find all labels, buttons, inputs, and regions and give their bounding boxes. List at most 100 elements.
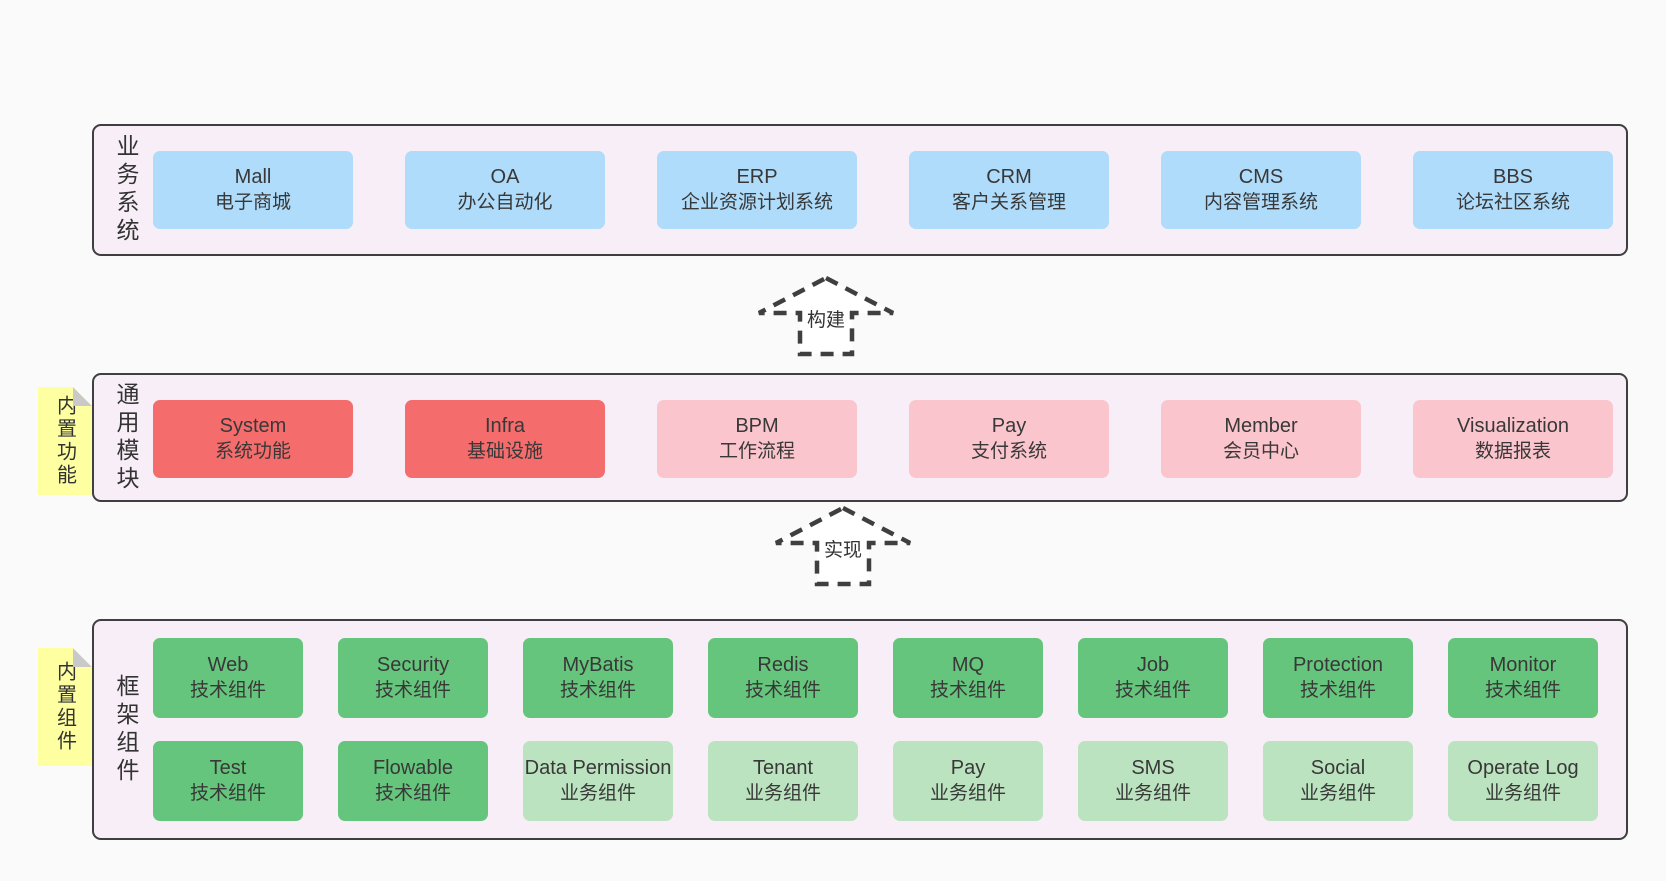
box-title: Mall: [234, 166, 272, 188]
section-business-systems: 业务系统 Mall 电子商城 OA 办公自动化 ERP 企业资源计划系统 CRM…: [92, 124, 1628, 256]
box-title: CRM: [986, 166, 1032, 188]
box-title: Web: [207, 654, 249, 676]
box-subtitle: 技术组件: [744, 680, 821, 701]
box-title: Test: [209, 757, 247, 779]
box-title: Protection: [1292, 654, 1384, 676]
box-title: Infra: [484, 415, 526, 437]
arrow-label-bg: [803, 305, 849, 333]
box-protection: Protection 技术组件: [1263, 638, 1413, 718]
box-title: MQ: [951, 654, 985, 676]
box-security: Security 技术组件: [338, 638, 488, 718]
box-title: Redis: [757, 654, 809, 676]
box-mybatis: MyBatis 技术组件: [523, 638, 673, 718]
box-subtitle: 技术组件: [1299, 680, 1376, 701]
arrow-build-label: 构建: [807, 309, 845, 331]
box-subtitle: 业务组件: [1484, 783, 1561, 804]
box-pay-module: Pay 支付系统: [909, 400, 1109, 478]
box-title: Security: [376, 654, 450, 676]
box-subtitle: 业务组件: [559, 783, 636, 804]
box-system: System 系统功能: [153, 400, 353, 478]
section-label-modules: 通用模块: [113, 381, 139, 494]
box-subtitle: 技术组件: [374, 680, 451, 701]
box-title: Tenant: [752, 757, 814, 779]
box-visualization: Visualization 数据报表: [1413, 400, 1613, 478]
box-title: Job: [1136, 654, 1170, 676]
section-common-modules: 通用模块 System 系统功能 Infra 基础设施 BPM 工作流程 Pay…: [92, 373, 1628, 502]
box-mq: MQ 技术组件: [893, 638, 1043, 718]
box-title: Monitor: [1489, 654, 1557, 676]
box-oa: OA 办公自动化: [405, 151, 605, 229]
box-title: System: [219, 415, 287, 437]
box-subtitle: 客户关系管理: [951, 192, 1066, 213]
box-subtitle: 技术组件: [374, 783, 451, 804]
box-title: Pay: [991, 415, 1027, 437]
box-subtitle: 业务组件: [1114, 783, 1191, 804]
business-box-row: Mall 电子商城 OA 办公自动化 ERP 企业资源计划系统 CRM 客户关系…: [153, 151, 1613, 229]
section-framework-components: 框架组件 Web 技术组件 Security 技术组件 MyBatis 技术组件…: [92, 619, 1628, 840]
box-subtitle: 论坛社区系统: [1455, 192, 1570, 213]
sticky-note-builtin-components: 内置组件: [38, 648, 92, 766]
box-subtitle: 基础设施: [466, 441, 543, 462]
box-subtitle: 业务组件: [929, 783, 1006, 804]
box-subtitle: 工作流程: [718, 441, 795, 462]
box-subtitle: 办公自动化: [457, 192, 553, 213]
box-subtitle: 技术组件: [189, 680, 266, 701]
box-title: BPM: [735, 415, 779, 437]
box-crm: CRM 客户关系管理: [909, 151, 1109, 229]
box-operate-log: Operate Log 业务组件: [1448, 741, 1598, 821]
box-redis: Redis 技术组件: [708, 638, 858, 718]
box-member: Member 会员中心: [1161, 400, 1361, 478]
box-data-permission: Data Permission 业务组件: [523, 741, 673, 821]
sticky-note-label: 内置组件: [53, 661, 76, 753]
box-title: Data Permission: [524, 757, 672, 779]
sticky-note-label: 内置功能: [53, 395, 76, 487]
box-title: SMS: [1131, 757, 1175, 779]
box-subtitle: 内容管理系统: [1203, 192, 1318, 213]
box-title: Flowable: [372, 757, 454, 779]
box-subtitle: 数据报表: [1474, 441, 1551, 462]
box-subtitle: 电子商城: [214, 192, 291, 213]
box-erp: ERP 企业资源计划系统: [657, 151, 857, 229]
box-subtitle: 技术组件: [559, 680, 636, 701]
arrow-build-up: 构建: [757, 275, 895, 357]
section-label-components: 框架组件: [113, 673, 139, 786]
modules-box-row: System 系统功能 Infra 基础设施 BPM 工作流程 Pay 支付系统…: [153, 400, 1613, 478]
box-title: OA: [490, 166, 520, 188]
section-label-business: 业务系统: [113, 134, 139, 246]
box-flowable: Flowable 技术组件: [338, 741, 488, 821]
box-infra: Infra 基础设施: [405, 400, 605, 478]
arrow-label-bg: [820, 535, 866, 563]
arrow-implement-label: 实现: [824, 539, 862, 561]
box-subtitle: 系统功能: [214, 441, 291, 462]
box-subtitle: 支付系统: [970, 441, 1047, 462]
box-tenant: Tenant 业务组件: [708, 741, 858, 821]
box-test: Test 技术组件: [153, 741, 303, 821]
components-box-row-2: Test 技术组件 Flowable 技术组件 Data Permission …: [153, 741, 1598, 821]
box-title: Member: [1224, 415, 1298, 437]
box-bbs: BBS 论坛社区系统: [1413, 151, 1613, 229]
box-title: MyBatis: [562, 654, 634, 676]
box-social: Social 业务组件: [1263, 741, 1413, 821]
box-title: Visualization: [1457, 415, 1569, 437]
box-title: CMS: [1238, 166, 1284, 188]
box-mall: Mall 电子商城: [153, 151, 353, 229]
box-title: Operate Log: [1467, 757, 1579, 779]
box-title: BBS: [1492, 166, 1534, 188]
box-job: Job 技术组件: [1078, 638, 1228, 718]
box-subtitle: 技术组件: [929, 680, 1006, 701]
sticky-note-builtin-features: 内置功能: [38, 387, 92, 495]
box-subtitle: 技术组件: [1484, 680, 1561, 701]
box-subtitle: 技术组件: [1114, 680, 1191, 701]
box-subtitle: 技术组件: [189, 783, 266, 804]
box-subtitle: 业务组件: [744, 783, 821, 804]
arrow-implement-up: 实现: [774, 505, 912, 587]
box-pay-component: Pay 业务组件: [893, 741, 1043, 821]
box-web: Web 技术组件: [153, 638, 303, 718]
box-title: Social: [1310, 757, 1366, 779]
components-box-row-1: Web 技术组件 Security 技术组件 MyBatis 技术组件 Redi…: [153, 638, 1598, 718]
box-monitor: Monitor 技术组件: [1448, 638, 1598, 718]
box-subtitle: 业务组件: [1299, 783, 1376, 804]
box-subtitle: 企业资源计划系统: [680, 192, 833, 213]
box-sms: SMS 业务组件: [1078, 741, 1228, 821]
